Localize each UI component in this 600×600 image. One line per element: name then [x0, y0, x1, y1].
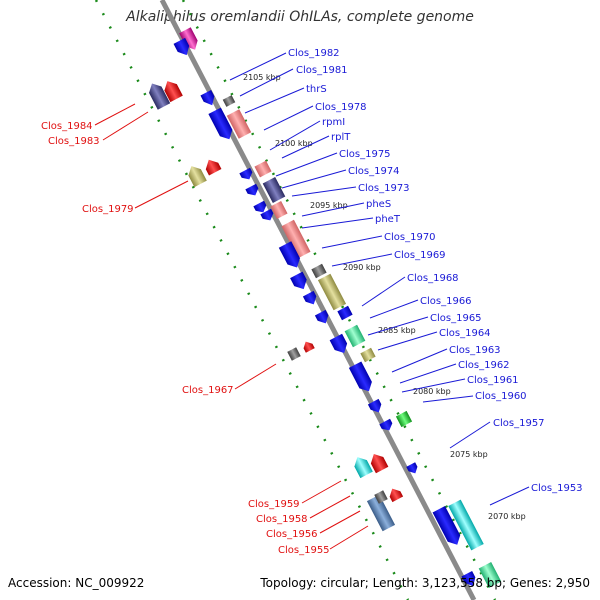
tick-label: 2090 kbp	[343, 263, 381, 272]
gene-feature	[337, 305, 353, 321]
reverse-leaders	[94, 103, 369, 550]
gene-feature	[314, 309, 329, 324]
gene-label: Clos_1978	[315, 102, 367, 113]
gene-feature	[290, 271, 307, 290]
gene-label: Clos_1958	[256, 514, 308, 525]
gene-feature	[173, 37, 190, 56]
gene-label: Clos_1957	[493, 418, 545, 429]
gene-label: Clos_1966	[420, 296, 472, 307]
gene-feature	[461, 571, 476, 587]
gene-feature	[287, 347, 301, 361]
gene-feature	[478, 562, 502, 588]
gene-feature	[281, 219, 311, 259]
gene-label: rpmI	[322, 117, 345, 128]
tick-label: 2105 kbp	[243, 73, 281, 82]
gene-feature	[302, 290, 317, 305]
reverse-labels: Clos_1984 Clos_1983 Clos_1979 Clos_1967 …	[41, 121, 330, 556]
gene-label: Clos_1963	[449, 345, 501, 356]
gene-label: Clos_1969	[394, 250, 446, 261]
gene-feature	[389, 488, 404, 503]
gene-feature	[317, 273, 347, 311]
gene-label: rplT	[331, 132, 351, 143]
tick-label: 2100 kbp	[275, 139, 313, 148]
gene-feature	[149, 83, 171, 110]
gene-feature	[329, 333, 348, 353]
forward-labels: Clos_1982 Clos_1981 thrS Clos_1978 rpmI …	[288, 48, 583, 494]
gene-label: Clos_1960	[475, 391, 527, 402]
gene-feature	[406, 462, 418, 474]
genome-summary-text: Topology: circular; Length: 3,123,558 bp…	[260, 576, 590, 590]
gene-feature	[448, 499, 484, 551]
gene-feature	[254, 160, 272, 178]
gene-label: Clos_1983	[48, 136, 100, 147]
gene-feature	[348, 361, 372, 392]
gene-feature	[245, 183, 259, 196]
gene-feature	[278, 241, 300, 268]
gene-label: Clos_1964	[439, 328, 491, 339]
gene-label: Clos_1953	[531, 483, 583, 494]
gene-feature	[344, 324, 366, 348]
gene-label: Clos_1962	[458, 360, 510, 371]
gene-feature	[270, 201, 288, 219]
gene-label: Clos_1967	[182, 385, 234, 396]
gene-feature	[253, 200, 267, 213]
tick-label: 2070 kbp	[488, 512, 526, 521]
gene-label: Clos_1955	[278, 545, 330, 556]
gene-feature	[260, 208, 274, 221]
gene-feature	[208, 107, 233, 140]
forward-leaders	[229, 52, 530, 506]
gene-label: Clos_1968	[407, 273, 459, 284]
gene-feature	[164, 81, 183, 103]
tick-label: 2080 kbp	[413, 387, 451, 396]
gene-label: Clos_1975	[339, 149, 391, 160]
gene-label: Clos_1956	[266, 529, 318, 540]
gene-feature	[303, 341, 315, 353]
gene-feature	[367, 398, 382, 413]
gene-label: Clos_1965	[430, 313, 482, 324]
gene-feature	[360, 347, 376, 363]
genome-backbone	[159, 0, 477, 600]
map-title: Alkaliphilus oremlandii OhILAs, complete…	[126, 9, 474, 25]
gene-feature	[179, 27, 198, 50]
gene-label: Clos_1961	[467, 375, 519, 386]
gene-feature	[432, 506, 461, 545]
gene-label: thrS	[306, 84, 327, 95]
tick-label: 2095 kbp	[310, 201, 348, 210]
gene-feature	[374, 490, 388, 504]
gene-label: Clos_1984	[41, 121, 93, 132]
gene-label: Clos_1982	[288, 48, 340, 59]
accession-text: Accession: NC_009922	[8, 576, 145, 590]
gene-feature	[188, 166, 207, 188]
gene-feature	[226, 109, 252, 139]
gene-feature	[205, 159, 222, 176]
gene-feature	[354, 457, 373, 479]
gene-label: Clos_1974	[348, 166, 400, 177]
gene-track	[149, 27, 502, 588]
gene-feature	[239, 167, 253, 180]
gene-feature	[370, 454, 389, 474]
gene-label: Clos_1979	[82, 204, 134, 215]
gene-label: Clos_1970	[384, 232, 436, 243]
gene-feature	[395, 410, 413, 428]
scale-ticks: 2105 kbp 2100 kbp 2095 kbp 2090 kbp 2085…	[243, 73, 526, 521]
gene-feature	[311, 263, 327, 279]
gene-feature	[200, 90, 215, 106]
tick-label: 2085 kbp	[378, 326, 416, 335]
gene-feature	[222, 95, 236, 107]
gene-feature	[262, 177, 286, 203]
tick-label: 2075 kbp	[450, 450, 488, 459]
gene-label: Clos_1981	[296, 65, 348, 76]
gene-label: Clos_1973	[358, 183, 410, 194]
gene-feature	[366, 494, 396, 532]
gene-label: Clos_1959	[248, 499, 300, 510]
gene-label: pheT	[375, 214, 401, 225]
gene-label: pheS	[366, 199, 391, 210]
gene-feature	[379, 418, 393, 431]
